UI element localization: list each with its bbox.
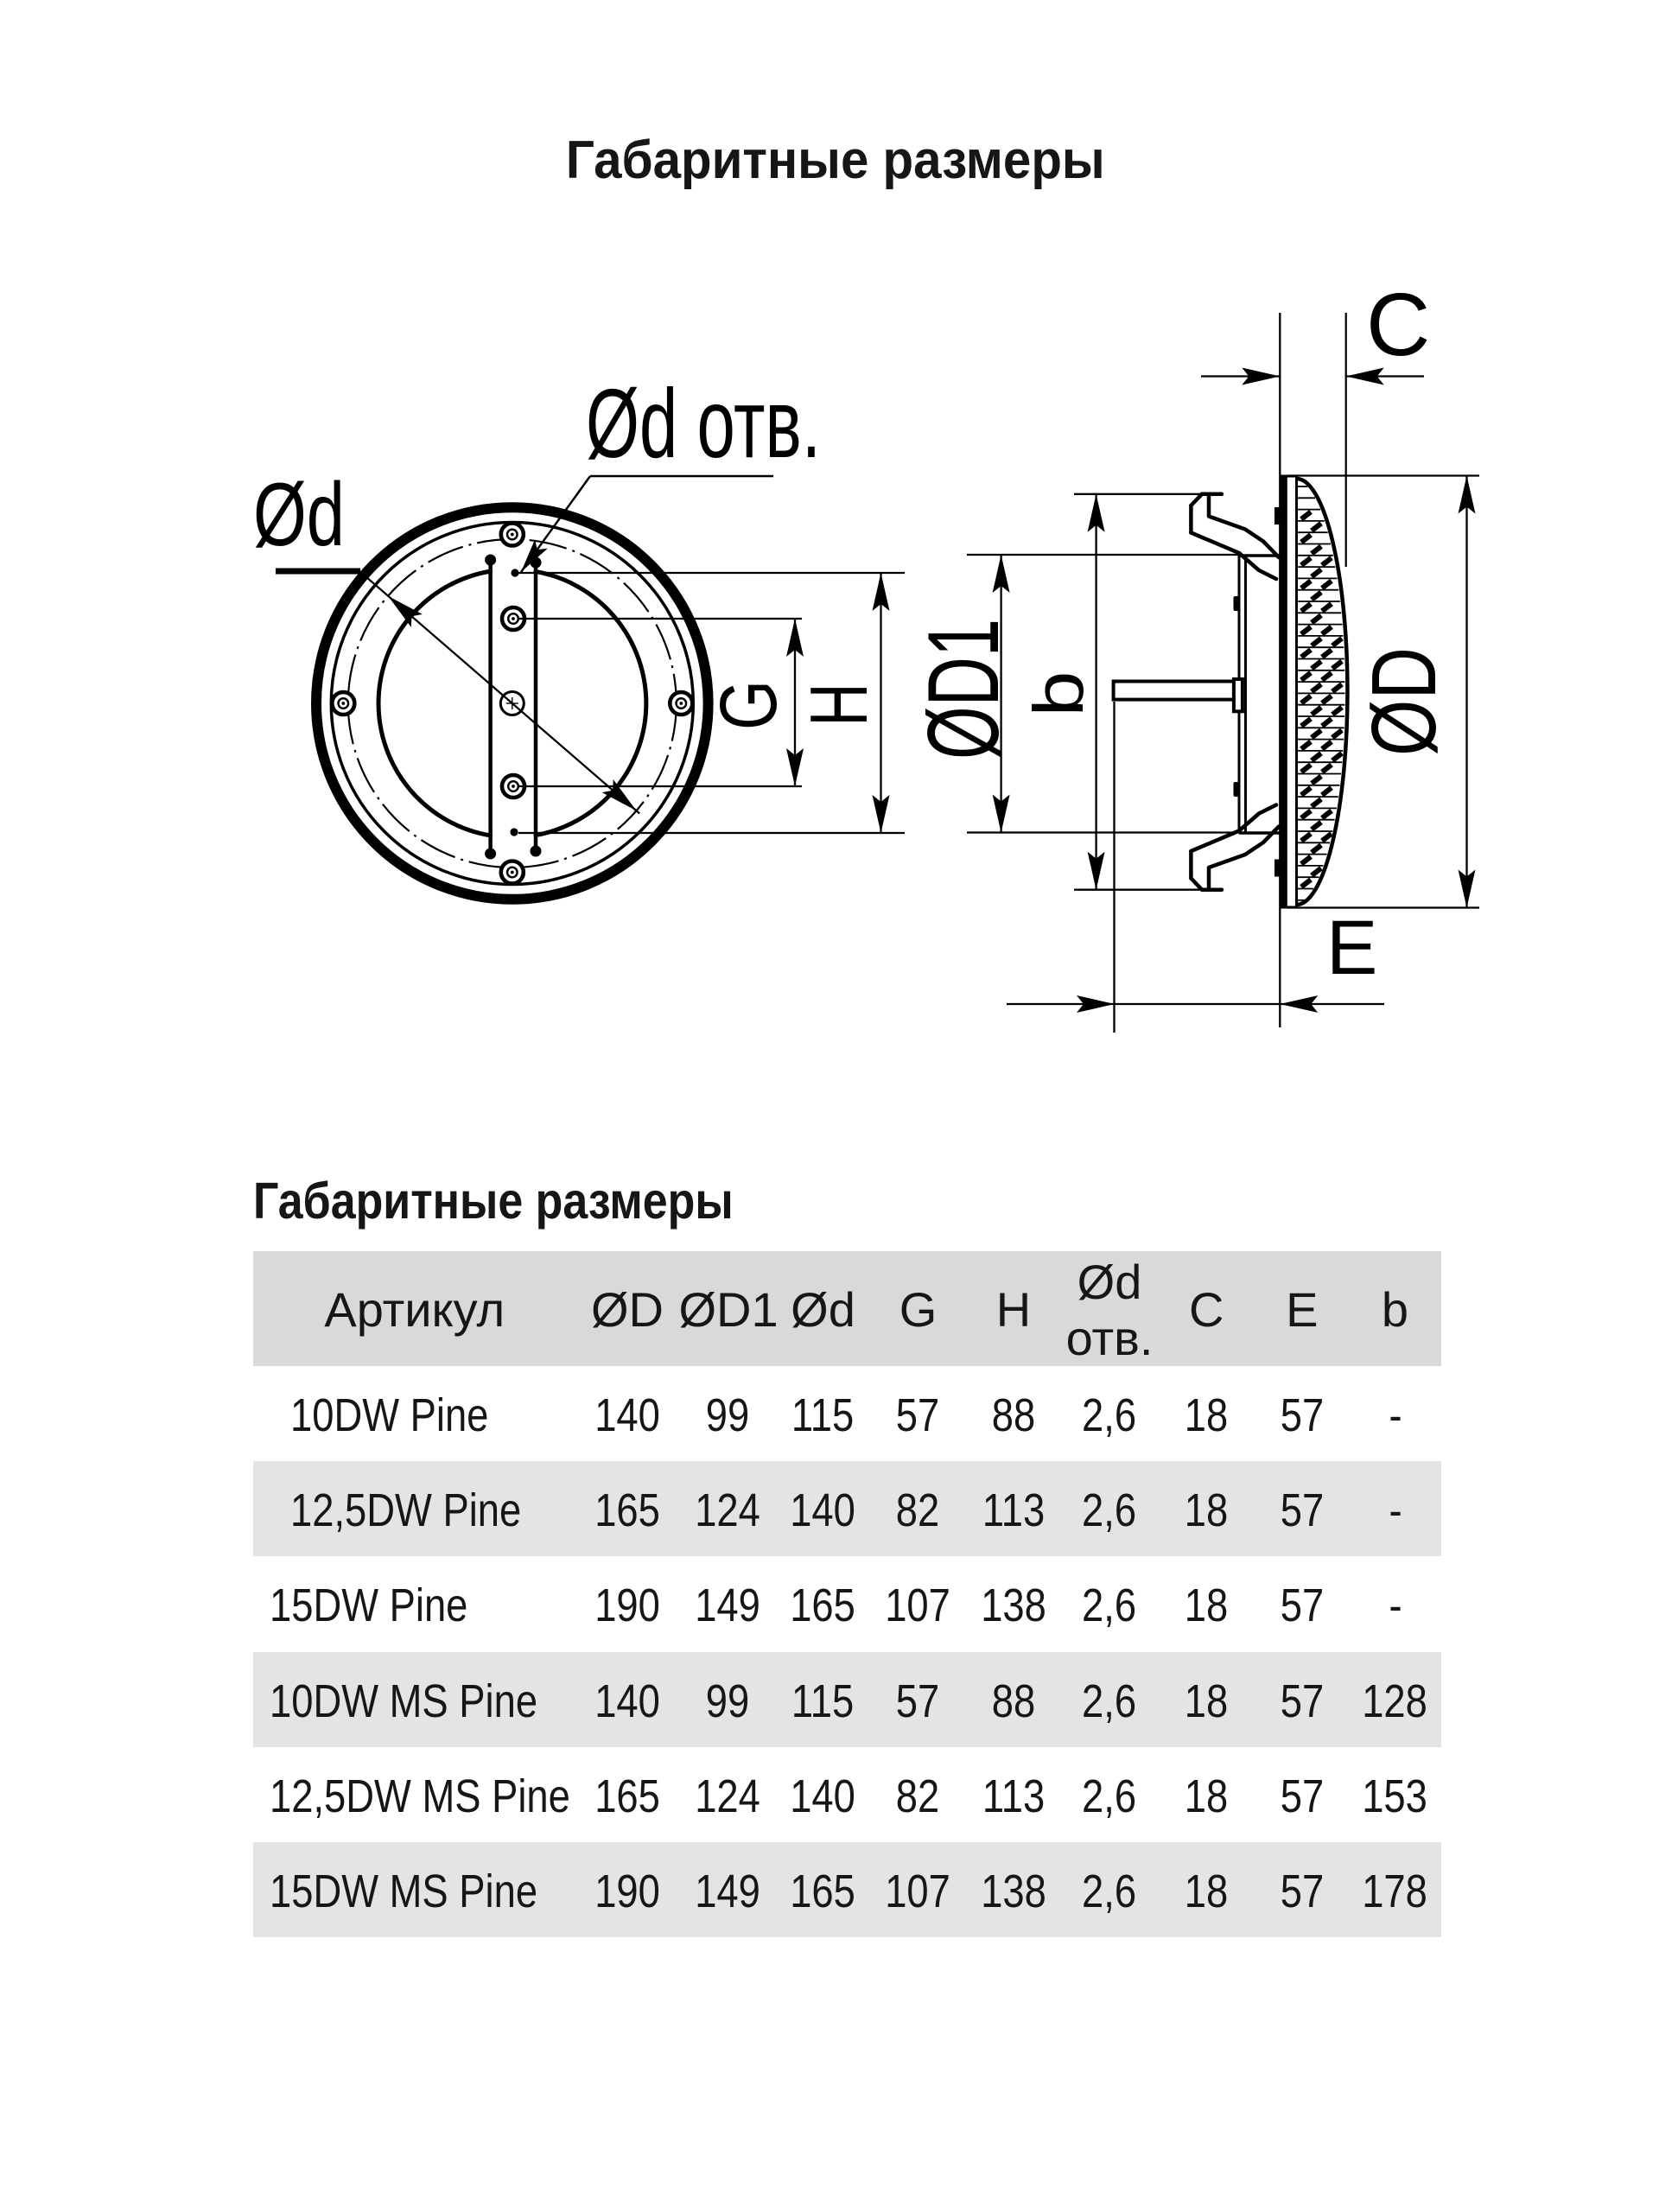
svg-text:ØD: ØD — [1353, 647, 1455, 756]
svg-text:C: C — [1366, 275, 1430, 374]
svg-text:b: b — [1020, 671, 1098, 717]
svg-text:Ød: Ød — [253, 465, 345, 565]
svg-text:E: E — [1326, 904, 1377, 990]
svg-text:ØD1: ØD1 — [906, 619, 1020, 760]
svg-text:Ød отв.: Ød отв. — [586, 369, 821, 478]
svg-text:H: H — [793, 683, 884, 727]
svg-text:G: G — [703, 680, 793, 730]
